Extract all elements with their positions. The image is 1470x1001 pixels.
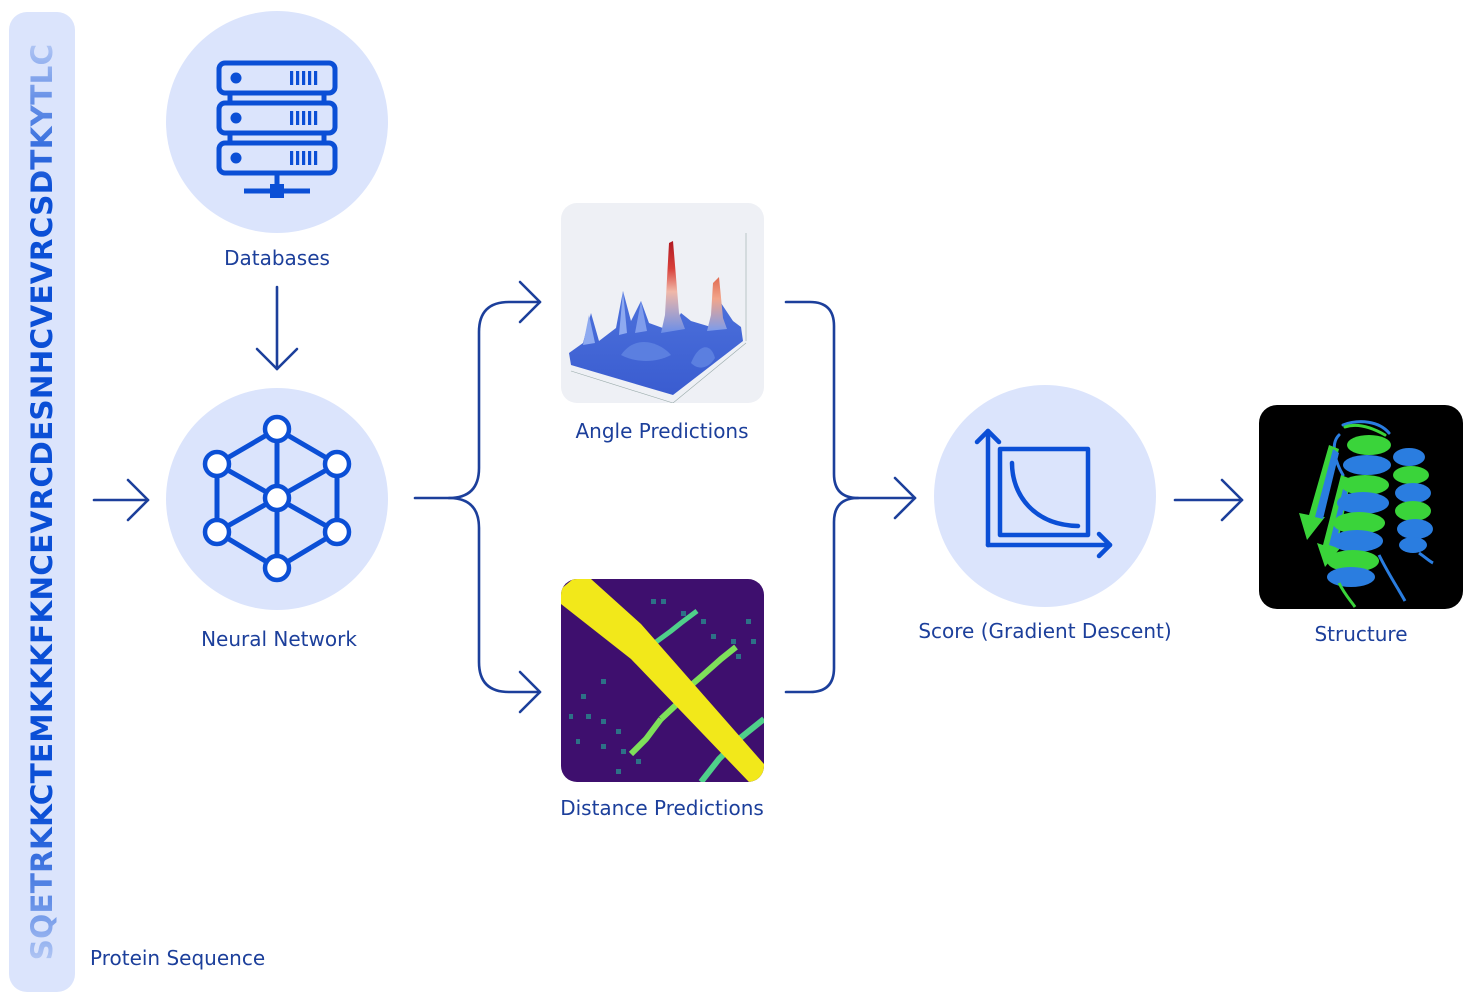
neural-network-node — [166, 388, 388, 610]
protein-sequence-label: Protein Sequence — [90, 946, 266, 970]
score-to-structure-arrow — [1173, 478, 1244, 522]
predictions-merge-bracket — [784, 300, 917, 694]
angle-predictions-image — [561, 203, 764, 403]
structure-image — [1259, 405, 1463, 609]
distance-predictions-image — [561, 579, 764, 782]
network-graph-icon — [202, 414, 352, 583]
network-split-bracket — [413, 280, 542, 714]
databases-node — [166, 11, 388, 233]
score-label: Score (Gradient Descent) — [918, 619, 1172, 643]
decay-curve-chart-icon — [974, 428, 1113, 559]
protein-ribbon-graphic — [1299, 420, 1434, 608]
surface-plot-graphic — [569, 233, 747, 403]
contact-map-graphic — [561, 579, 764, 782]
databases-label: Databases — [224, 246, 330, 270]
angle-predictions-label: Angle Predictions — [575, 419, 749, 443]
protein-sequence-strip: SQETRKKCTEMKKKFKNCEVRCDESNHCVEVRCSDTKYTL… — [9, 12, 75, 992]
distance-predictions-label: Distance Predictions — [560, 796, 764, 820]
server-rack-icon — [216, 60, 338, 198]
neural-network-label: Neural Network — [201, 627, 357, 651]
databases-to-network-arrow — [255, 285, 299, 371]
sequence-to-network-arrow — [92, 478, 150, 522]
structure-label: Structure — [1314, 622, 1408, 646]
score-node — [934, 385, 1156, 607]
